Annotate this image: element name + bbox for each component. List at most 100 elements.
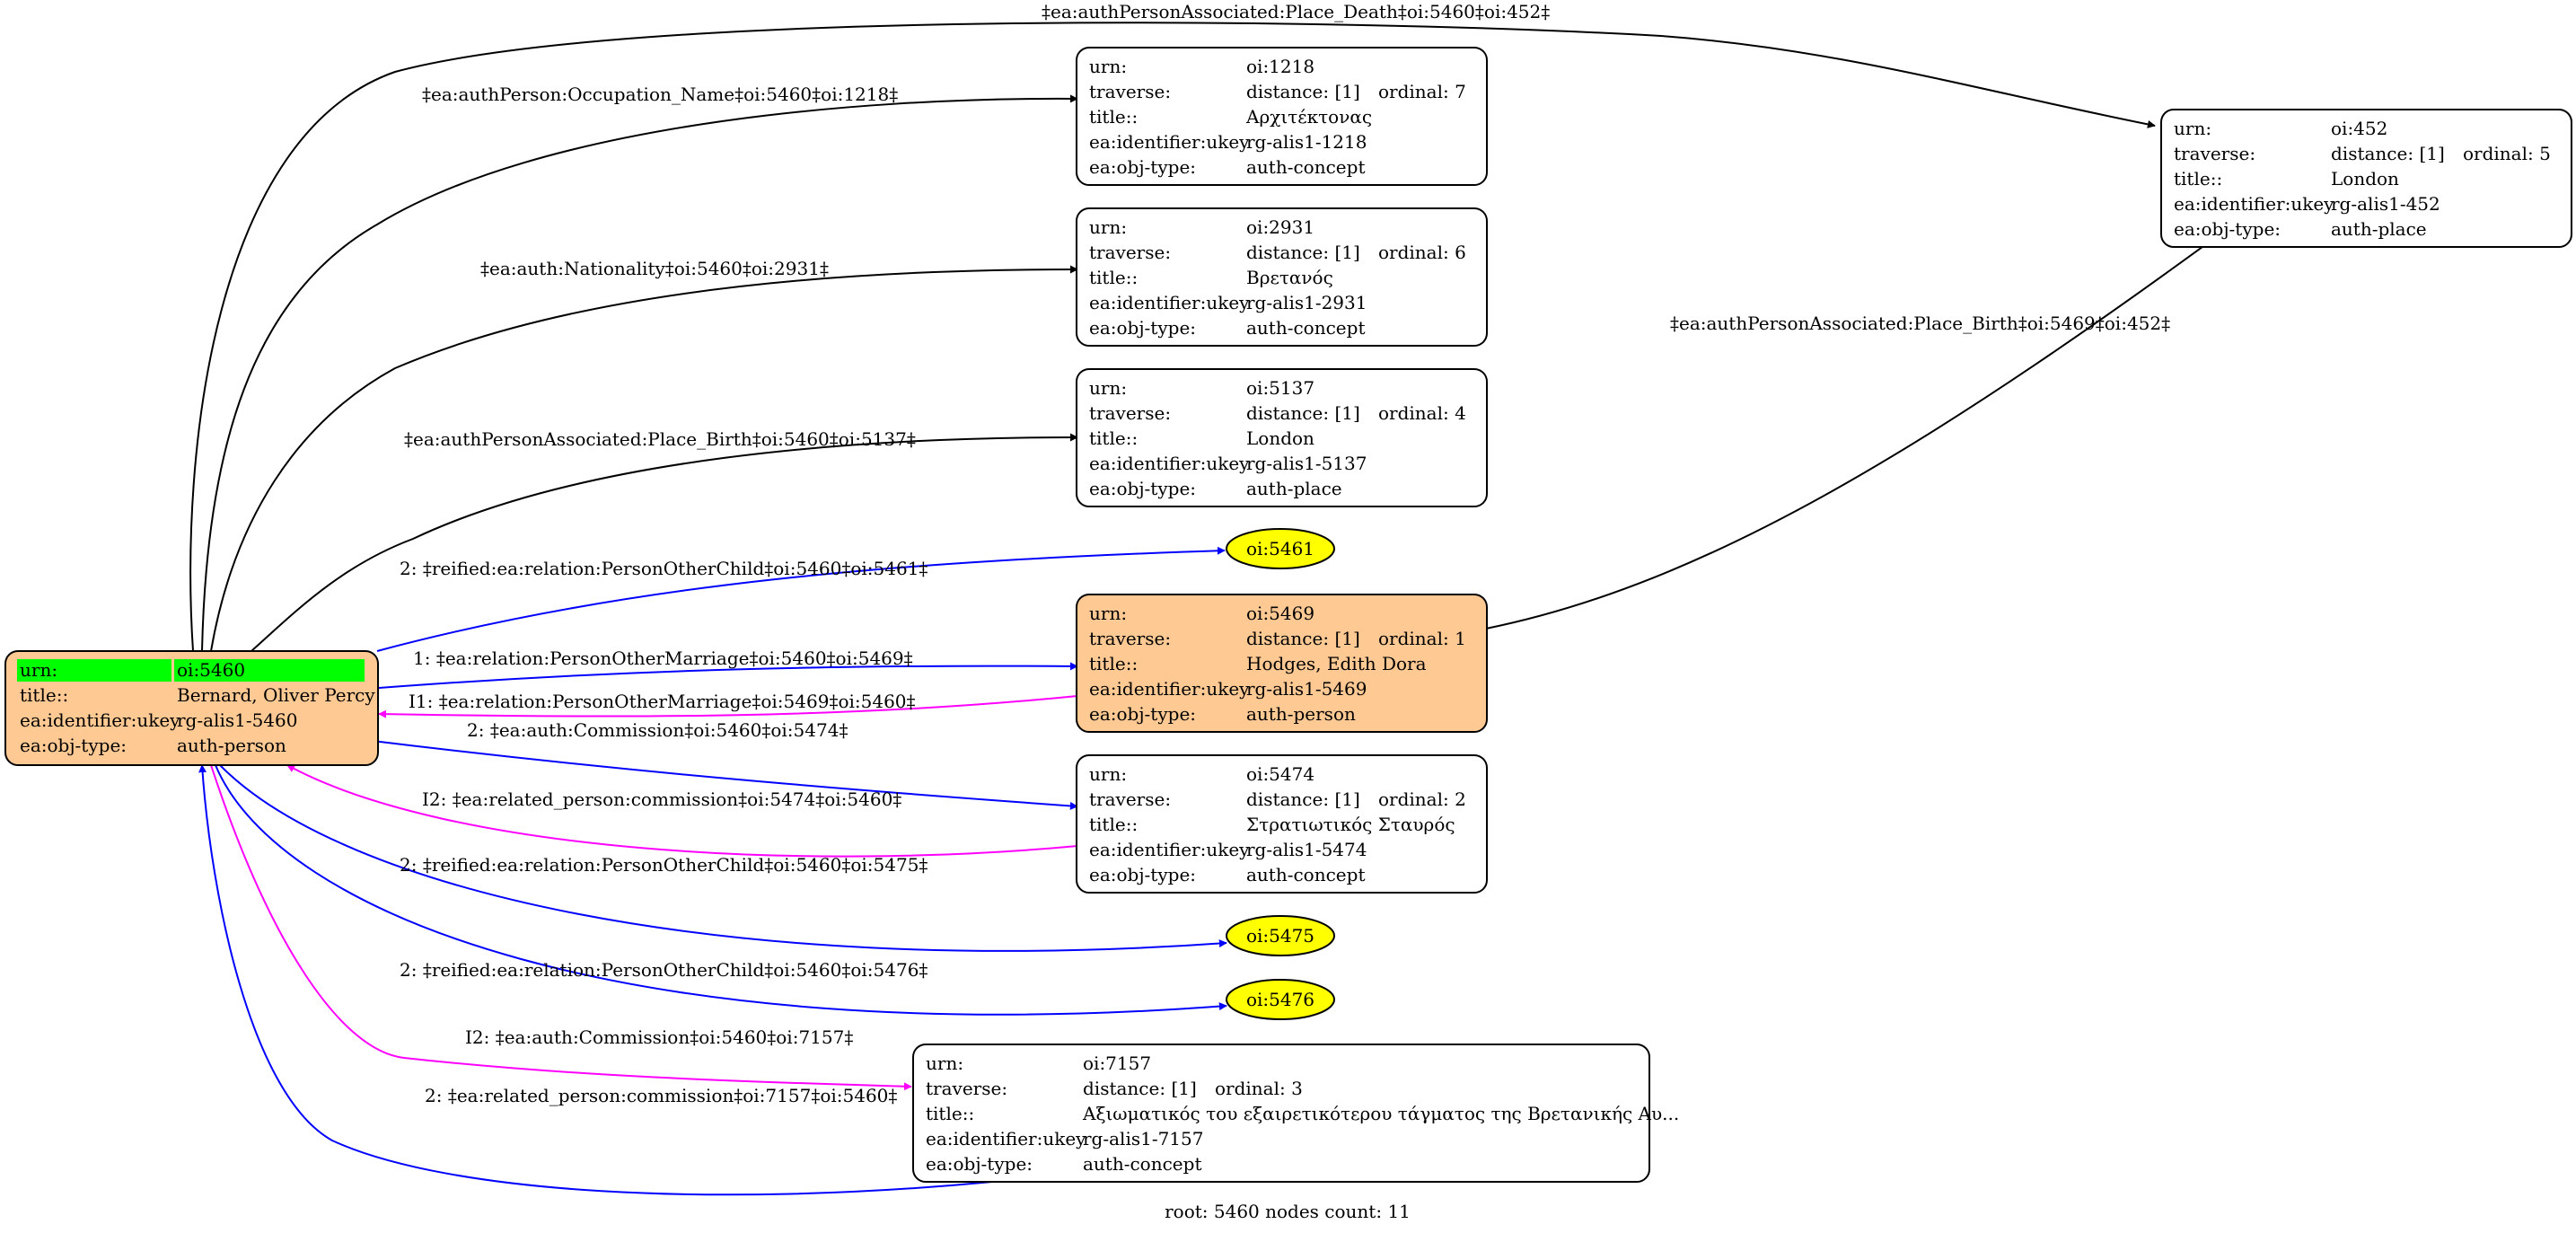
node-key: traverse: xyxy=(926,1078,1007,1099)
node-value: distance: [1] xyxy=(2331,143,2445,164)
node-5474[interactable]: urn: oi:5474 traverse: distance: [1] ord… xyxy=(1076,754,1488,894)
edge-label-child-5461: 2: ‡reified:ea:relation:PersonOtherChild… xyxy=(400,558,928,579)
edge-label-related-5474: I2: ‡ea:related_person:commission‡oi:547… xyxy=(422,788,901,810)
node-ellipse-5475[interactable]: oi:5475 xyxy=(1226,915,1335,956)
node-key: title:: xyxy=(1089,267,1138,288)
node-key: ea:obj-type: xyxy=(2174,218,2281,240)
node-value: rg-alis1-5474 xyxy=(1246,839,1367,860)
node-ordinal: ordinal: 3 xyxy=(1215,1078,1303,1099)
node-key: ea:identifier:ukey xyxy=(1089,131,1250,153)
node-key: urn: xyxy=(1089,763,1127,785)
node-value: Στρατιωτικός Σταυρός xyxy=(1246,814,1455,835)
node-key: urn: xyxy=(1089,603,1127,624)
node-2931[interactable]: urn: oi:2931 traverse: distance: [1] ord… xyxy=(1076,207,1488,347)
graph-footer: root: 5460 nodes count: 11 xyxy=(1165,1201,1411,1222)
node-ellipse-5461[interactable]: oi:5461 xyxy=(1226,528,1335,569)
node-value: rg-alis1-5460 xyxy=(177,709,297,731)
node-value: oi:5137 xyxy=(1246,377,1314,399)
node-key: title:: xyxy=(20,684,68,706)
node-value: London xyxy=(2331,168,2399,189)
node-key: title:: xyxy=(1089,653,1138,674)
edge-related-7157 xyxy=(198,764,993,1196)
node-key: urn: xyxy=(1089,216,1127,238)
node-ordinal: ordinal: 1 xyxy=(1378,628,1466,649)
node-root-5460[interactable]: urn: oi:5460 title:: Bernard, Oliver Per… xyxy=(4,650,379,766)
node-7157[interactable]: urn: oi:7157 traverse: distance: [1] ord… xyxy=(912,1044,1679,1183)
node-key: ea:identifier:ukey xyxy=(1089,453,1250,474)
node-key: traverse: xyxy=(2174,143,2255,164)
node-value: oi:452 xyxy=(2331,118,2387,139)
node-ordinal: ordinal: 5 xyxy=(2463,143,2551,164)
edge-label-related-7157: 2: ‡ea:related_person:commission‡oi:7157… xyxy=(425,1085,897,1106)
node-key: ea:identifier:ukey xyxy=(20,709,180,731)
node-value: auth-person xyxy=(1246,703,1356,725)
node-ordinal: ordinal: 4 xyxy=(1378,402,1466,424)
node-key: ea:identifier:ukey xyxy=(1089,678,1250,700)
node-key: ea:identifier:ukey xyxy=(2174,193,2334,215)
node-value: oi:7157 xyxy=(1083,1052,1151,1074)
node-ordinal: ordinal: 2 xyxy=(1378,788,1466,810)
node-value: distance: [1] xyxy=(1246,242,1360,263)
edge-child-5475 xyxy=(219,764,1227,952)
node-value: distance: [1] xyxy=(1246,81,1360,102)
ellipse-label: oi:5475 xyxy=(1246,925,1314,947)
node-key: traverse: xyxy=(1089,242,1171,263)
node-key: title:: xyxy=(926,1103,974,1124)
node-value: Βρετανός xyxy=(1246,267,1333,288)
node-key: ea:obj-type: xyxy=(1089,156,1196,178)
node-key: title:: xyxy=(1089,814,1138,835)
node-ordinal: ordinal: 7 xyxy=(1378,81,1466,102)
edge-label-child-5475: 2: ‡reified:ea:relation:PersonOtherChild… xyxy=(400,854,928,876)
node-5469[interactable]: urn: oi:5469 traverse: distance: [1] ord… xyxy=(1076,594,1488,733)
edge-place-birth-5469 xyxy=(1485,198,2268,630)
node-value: oi:5469 xyxy=(1246,603,1314,624)
edge-place-death xyxy=(189,22,2156,652)
node-key: urn: xyxy=(1089,377,1127,399)
node-key: traverse: xyxy=(1089,402,1171,424)
edge-label-place-death: ‡ea:authPersonAssociated:Place_Death‡oi:… xyxy=(1042,1,1550,22)
node-value: auth-concept xyxy=(1083,1153,1201,1175)
node-1218[interactable]: urn: oi:1218 traverse: distance: [1] ord… xyxy=(1076,47,1488,186)
node-value: Bernard, Oliver Percy xyxy=(177,684,375,706)
node-value: auth-place xyxy=(2331,218,2427,240)
node-value: oi:5474 xyxy=(1246,763,1314,785)
node-452[interactable]: urn: oi:452 traverse: distance: [1] ordi… xyxy=(2160,109,2572,248)
node-key: ea:obj-type: xyxy=(1089,478,1196,499)
edge-marriage xyxy=(378,662,1078,689)
node-key: urn: xyxy=(2174,118,2211,139)
node-value: auth-place xyxy=(1246,478,1342,499)
edge-label-commission-7157: I2: ‡ea:auth:Commission‡oi:5460‡oi:7157‡ xyxy=(465,1026,853,1048)
node-key: title:: xyxy=(2174,168,2222,189)
node-value: rg-alis1-1218 xyxy=(1246,131,1367,153)
node-key: ea:obj-type: xyxy=(1089,703,1196,725)
node-key: ea:obj-type: xyxy=(926,1153,1033,1175)
node-key: traverse: xyxy=(1089,628,1171,649)
node-key: ea:obj-type: xyxy=(20,735,127,756)
edge-child-5476 xyxy=(215,764,1227,1016)
node-5137[interactable]: urn: oi:5137 traverse: distance: [1] ord… xyxy=(1076,368,1488,507)
node-value: rg-alis1-7157 xyxy=(1083,1128,1203,1149)
node-value: rg-alis1-5469 xyxy=(1246,678,1367,700)
node-key: ea:identifier:ukey xyxy=(926,1128,1086,1149)
node-key: title:: xyxy=(1089,106,1138,128)
node-value: distance: [1] xyxy=(1083,1078,1197,1099)
node-key: urn: xyxy=(926,1052,963,1074)
node-value: oi:5460 xyxy=(177,659,245,681)
node-key: urn: xyxy=(20,659,57,681)
node-key: ea:obj-type: xyxy=(1089,864,1196,885)
edge-occupation xyxy=(201,94,1078,652)
node-value: distance: [1] xyxy=(1246,788,1360,810)
edge-related-5474 xyxy=(286,764,1078,858)
node-value: rg-alis1-2931 xyxy=(1246,292,1367,313)
edge-label-marriage: 1: ‡ea:relation:PersonOtherMarriage‡oi:5… xyxy=(413,647,913,669)
edge-label-commission-5474: 2: ‡ea:auth:Commission‡oi:5460‡oi:5474‡ xyxy=(467,719,848,741)
node-value: oi:1218 xyxy=(1246,56,1314,77)
node-ellipse-5476[interactable]: oi:5476 xyxy=(1226,979,1335,1020)
edge-label-place-birth-5469: ‡ea:authPersonAssociated:Place_Birth‡oi:… xyxy=(1670,313,2170,334)
node-key: ea:identifier:ukey xyxy=(1089,839,1250,860)
node-value: London xyxy=(1246,427,1314,449)
node-value: oi:2931 xyxy=(1246,216,1314,238)
node-ordinal: ordinal: 6 xyxy=(1378,242,1466,263)
node-value: rg-alis1-452 xyxy=(2331,193,2440,215)
node-key: traverse: xyxy=(1089,81,1171,102)
